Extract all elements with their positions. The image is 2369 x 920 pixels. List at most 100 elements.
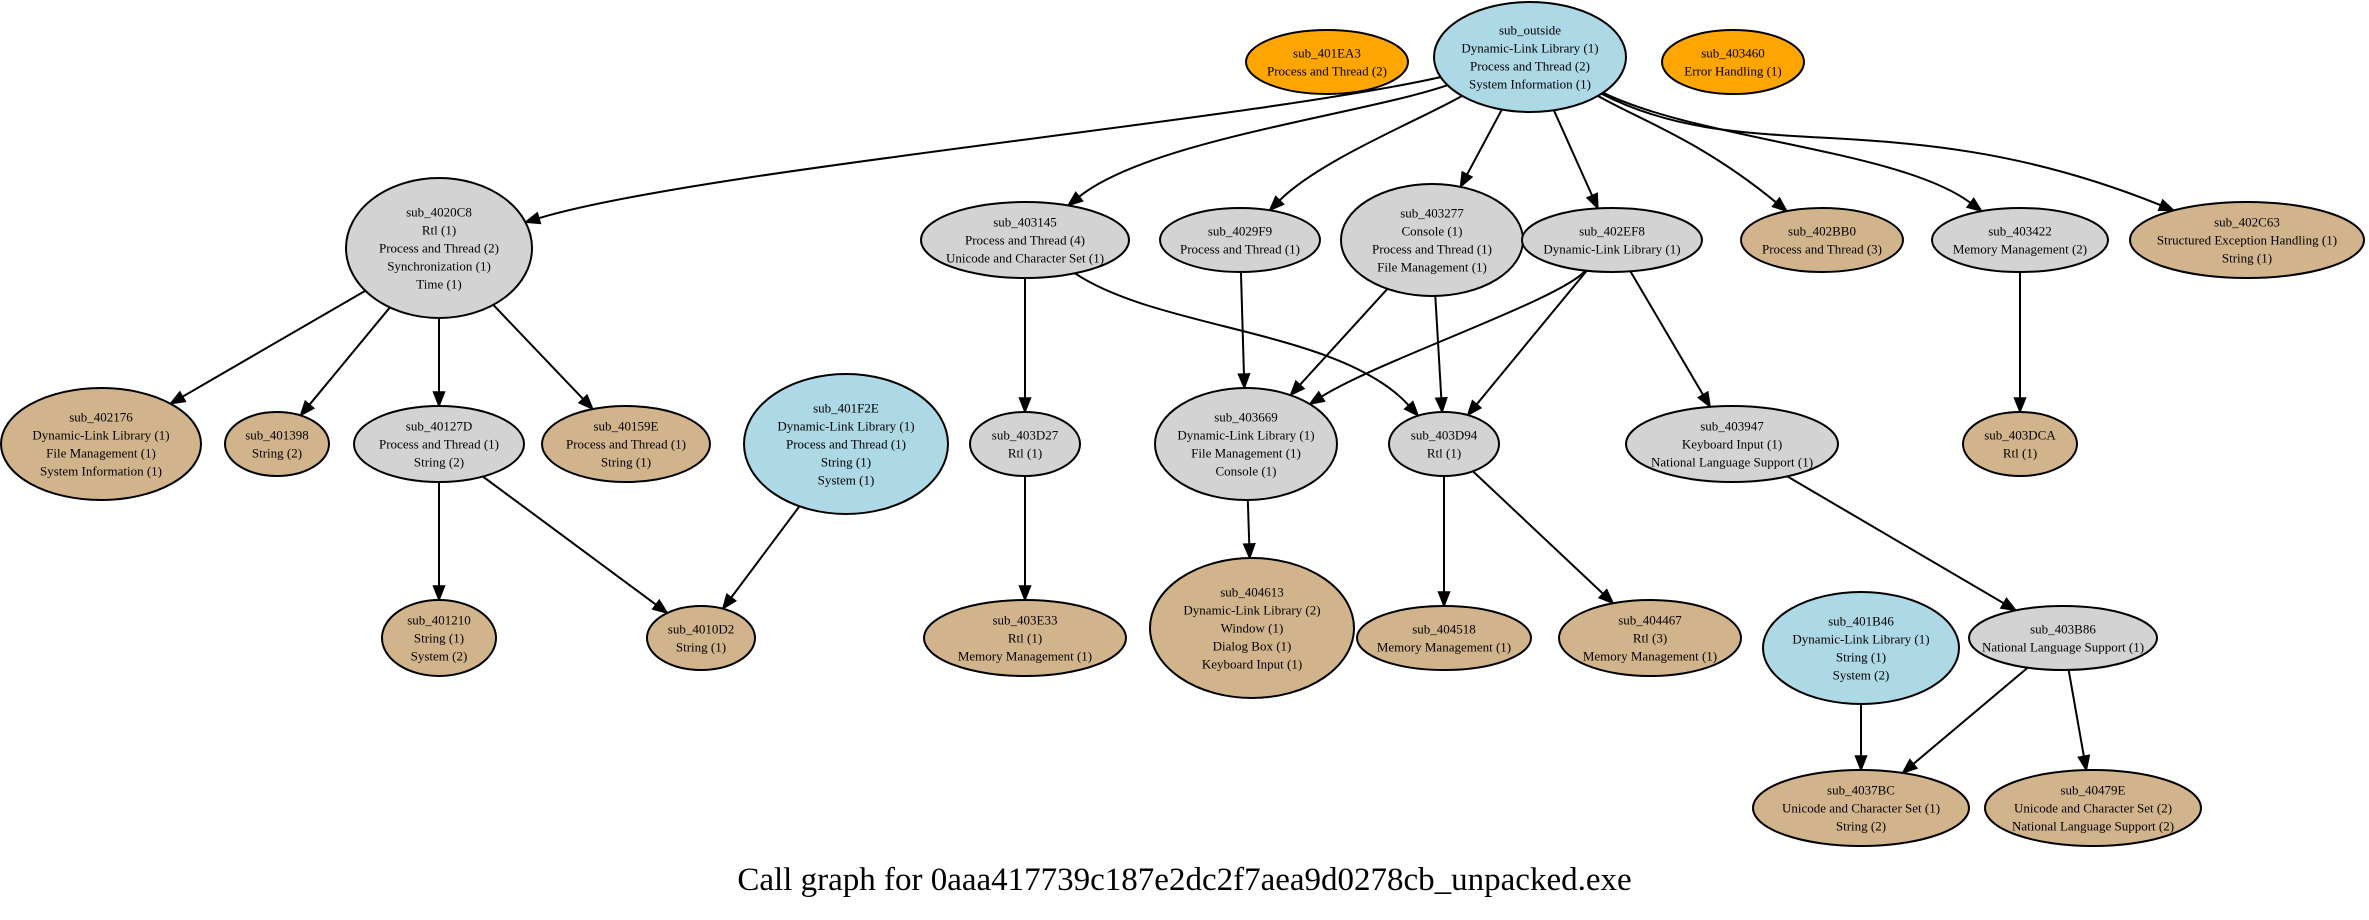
edge-line: [482, 475, 657, 606]
node-api-category-label: Process and Thread (1): [566, 437, 686, 452]
edge-arrowhead: [1268, 195, 1285, 212]
edge-arrowhead: [1459, 170, 1474, 189]
node-ellipse: [743, 373, 949, 515]
node-name-label: sub_404613: [1220, 585, 1284, 600]
node-api-category-label: Unicode and Character Set (2): [2014, 801, 2172, 816]
edge-sub_outside-to-sub_4029F9: [1268, 95, 1463, 212]
node-api-category-label: Window (1): [1221, 621, 1284, 636]
node-api-category-label: National Language Support (2): [2012, 819, 2174, 834]
edge-sub_40127D-to-sub_4010D2: [482, 475, 669, 615]
node-api-category-label: Synchronization (1): [387, 259, 491, 274]
edge-line: [1475, 270, 1588, 405]
node-api-category-label: Dynamic-Link Library (1): [1543, 242, 1680, 257]
edge-arrowhead: [1437, 591, 1451, 609]
edge-arrowhead: [1696, 390, 1712, 409]
edge-sub_403145-to-sub_403D94: [1074, 272, 1420, 418]
edge-line: [1246, 499, 1251, 545]
node-ellipse: [1762, 591, 1960, 705]
node-api-category-label: Dynamic-Link Library (1): [1177, 428, 1314, 443]
node-ellipse: [1159, 207, 1321, 273]
node-name-label: sub_404518: [1412, 622, 1476, 637]
node-ellipse: [2129, 201, 2365, 279]
edge-line: [1602, 91, 1972, 204]
edge-sub_403D94-to-sub_404467: [1472, 470, 1615, 605]
node-ellipse: [1984, 769, 2202, 847]
node-api-category-label: Keyboard Input (1): [1682, 437, 1782, 452]
edge-arrowhead: [1771, 196, 1789, 213]
node-api-category-label: Process and Thread (4): [965, 233, 1085, 248]
node-api-category-label: Time (1): [416, 277, 461, 292]
edge-arrowhead: [1854, 755, 1868, 773]
node-api-category-label: Memory Management (1): [1377, 640, 1511, 655]
edge-line: [1597, 95, 1777, 204]
node-name-label: sub_404467: [1618, 613, 1682, 628]
edge-sub_40127D-to-sub_401210: [432, 482, 446, 603]
node-ellipse: [1433, 1, 1627, 113]
node-name-label: sub_401EA3: [1293, 46, 1361, 61]
edge-sub_4020C8-to-sub_401398: [299, 306, 391, 418]
edge-arrowhead: [1403, 400, 1420, 418]
edge-arrowhead: [1237, 373, 1251, 391]
node-ellipse: [923, 599, 1127, 677]
node-api-category-label: Console (1): [1215, 464, 1276, 479]
node-name-label: sub_403E33: [993, 613, 1058, 628]
node-api-category-label: Process and Thread (3): [1762, 242, 1882, 257]
node-ellipse: [1968, 605, 2158, 671]
node-api-category-label: Structured Exception Handling (1): [2157, 233, 2337, 248]
node-name-label: sub_401F2E: [813, 401, 879, 416]
edge-line: [1078, 84, 1448, 198]
edge-sub_403145-to-sub_403D27: [1018, 278, 1032, 415]
edge-sub_403947-to-sub_403B86: [1786, 475, 2018, 612]
node-name-label: sub_402176: [69, 410, 133, 425]
node-api-category-label: Rtl (1): [1008, 631, 1042, 646]
node-sub_40479E[interactable]: sub_40479E Unicode and Character Set (2) N…: [1984, 769, 2202, 847]
node-api-category-label: Process and Thread (1): [1180, 242, 1300, 257]
edge-sub_403422-to-sub_403DCA: [2013, 272, 2027, 415]
edge-arrowhead: [577, 393, 595, 411]
node-ellipse: [920, 201, 1130, 279]
node-api-category-label: Dynamic-Link Library (2): [1183, 603, 1320, 618]
edge-sub_402EF8-to-sub_403947: [1629, 270, 1712, 409]
edge-arrowhead: [1066, 191, 1084, 207]
edge-line: [2067, 669, 2085, 757]
node-api-category-label: Process and Thread (1): [786, 437, 906, 452]
edge-arrowhead: [1289, 379, 1306, 397]
node-api-category-label: System Information (1): [40, 464, 162, 479]
node-api-category-label: Dynamic-Link Library (1): [1461, 41, 1598, 56]
edge-arrowhead: [1585, 192, 1599, 211]
node-api-category-label: Memory Management (1): [958, 649, 1092, 664]
node-name-label: sub_40479E: [2061, 783, 2126, 798]
node-ellipse: [0, 387, 202, 501]
edge-arrowhead: [523, 211, 542, 225]
